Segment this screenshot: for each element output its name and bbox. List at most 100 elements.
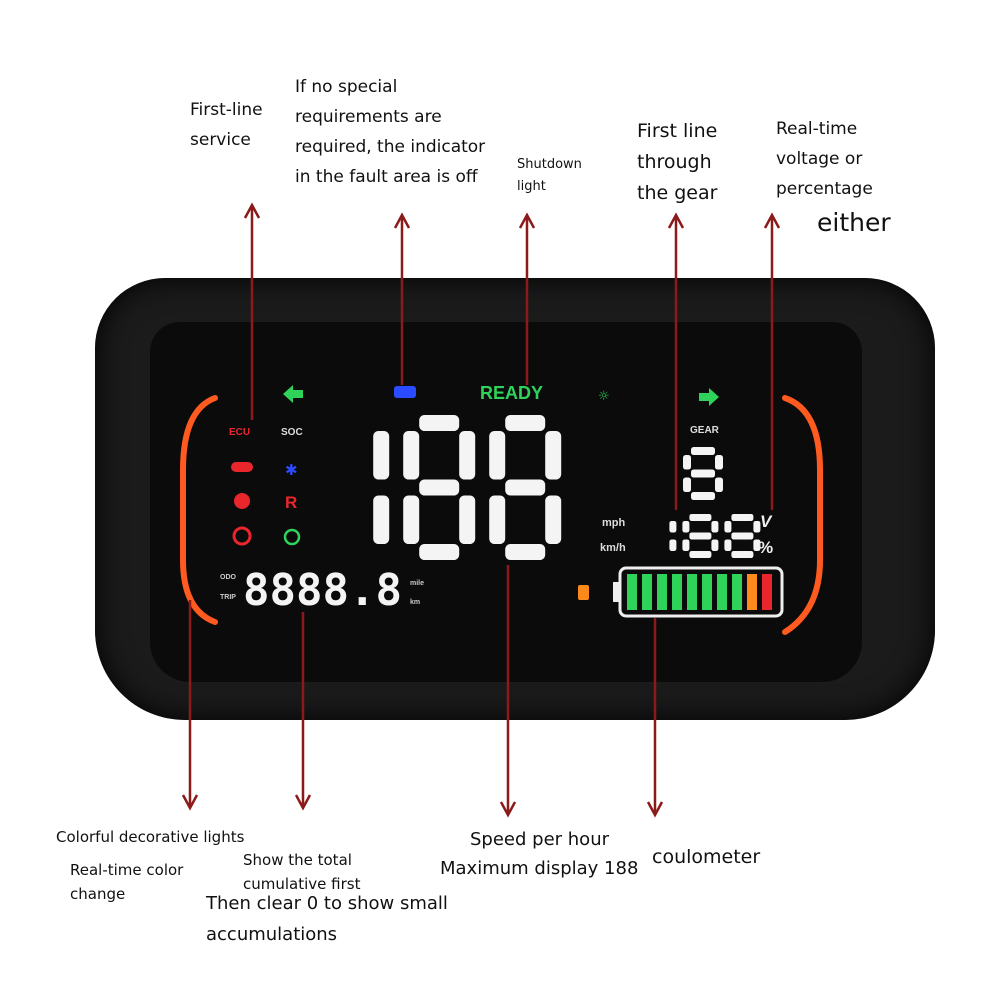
segment-c [669,539,677,551]
segment-c [753,539,761,551]
battery-segment-4 [672,574,682,610]
speed-readout-digit [373,431,390,544]
fuel-icon [578,585,589,600]
segment-a [731,514,754,521]
segment-f [682,521,690,533]
segment-e [683,477,691,492]
segment-f [724,521,732,533]
voltage-unit: V [760,512,772,531]
battery-segment-10 [762,574,772,610]
arrow-total-head [294,794,312,811]
segment-g [505,479,546,496]
segment-f [403,431,420,480]
position-light-icon: ☼ [598,389,610,404]
arrow-decorative-lights-head [181,794,199,811]
segment-c [373,495,390,544]
segment-c [715,477,723,492]
segment-c [545,495,562,544]
gear-readout-digit [683,447,723,500]
arrow-shutdown-light-head [518,212,536,229]
left-decorative-light [180,395,218,625]
speed-unit-mph: mph [602,517,626,529]
battery-segment-7 [717,574,727,610]
soc-indicator: SOC [281,427,303,438]
trip-label: TRIP [220,594,236,601]
battery-segment-8 [732,574,742,610]
battery-segment-5 [687,574,697,610]
segment-c [711,539,719,551]
speed-unit-kmh: km/h [600,542,626,554]
motor-fault-icon [234,493,250,509]
segment-b [753,521,761,533]
battery-segment-1 [627,574,637,610]
speed-readout-digit [489,415,562,560]
voltage-readout-digit [669,521,677,551]
arrow-fault-area-head [393,212,411,229]
battery-segment-9 [747,574,757,610]
dashboard-screen [150,322,862,682]
segment-d [505,544,546,560]
bluetooth-icon: ✱ [285,461,298,479]
segment-d [689,551,712,558]
label-either: either [817,208,891,237]
odo-unit-km: km [410,599,421,606]
label-decorative-lights: Colorful decorative lights [56,828,245,846]
reverse-indicator: R [285,493,298,512]
arrow-gear-head [667,212,685,229]
voltage-readout-digit [724,514,761,558]
voltage-readout-digit [682,514,719,558]
segment-f [489,431,506,480]
segment-g [689,532,712,540]
arrow-first-line-service-head [243,202,261,219]
segment-b [373,431,390,480]
gear-label: GEAR [690,425,719,436]
parking-brake-icon [232,526,252,546]
headlight-icon [394,386,416,398]
segment-g [691,469,715,478]
segment-e [682,539,690,551]
battery-segment-2 [642,574,652,610]
cruise-icon [283,528,301,546]
segment-a [419,415,460,431]
segment-e [489,495,506,544]
turn-left-arrow-icon [283,385,303,403]
arrow-voltage-head [763,212,781,229]
segment-d [419,544,460,560]
segment-e [403,495,420,544]
brake-warning-icon [231,462,253,472]
segment-b [711,521,719,533]
segment-b [669,521,677,533]
segment-g [419,479,460,496]
battery-segment-6 [702,574,712,610]
arrow-coulometer-head [646,801,664,818]
odo-unit-mile: mile [410,580,425,587]
ready-indicator: READY [480,383,544,403]
segment-g [731,532,754,540]
segment-d [691,492,715,500]
segment-b [545,431,562,480]
segment-d [731,551,754,558]
battery-terminal [613,582,620,602]
label-coulometer: coulometer [652,846,761,868]
segment-b [459,431,476,480]
percent-unit: % [758,538,774,557]
arrow-speed-head [499,801,517,818]
segment-f [683,455,691,470]
segment-b [715,455,723,470]
segment-c [459,495,476,544]
segment-e [724,539,732,551]
segment-a [505,415,546,431]
battery-segment-3 [657,574,667,610]
segment-a [691,447,715,455]
